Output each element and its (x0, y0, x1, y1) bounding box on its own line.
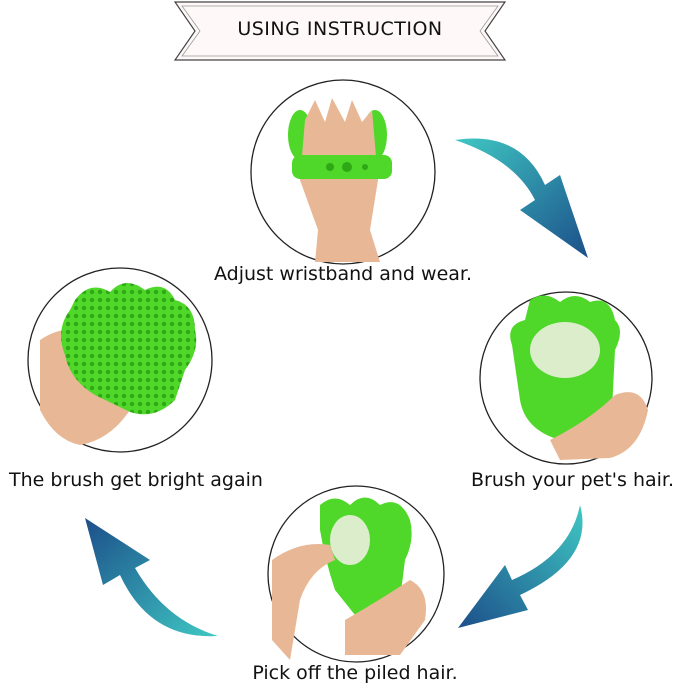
step-2-caption: Brush your pet's hair. (470, 469, 675, 491)
step-3-image (267, 485, 445, 663)
step-1-caption: Adjust wristband and wear. (213, 263, 473, 285)
banner-ribbon (173, 1, 507, 61)
step-4-caption: The brush get bright again (9, 469, 263, 491)
arrow-step2-to-step3 (458, 505, 583, 628)
arrow-step3-to-step4 (85, 518, 218, 637)
step-2-image (479, 291, 653, 465)
step-3-caption: Pick off the piled hair. (252, 662, 458, 684)
banner-title: USING INSTRUCTION (237, 18, 443, 40)
arrow-step1-to-step2 (455, 138, 588, 258)
step-1-image (250, 79, 436, 265)
step-4-image (27, 267, 213, 453)
